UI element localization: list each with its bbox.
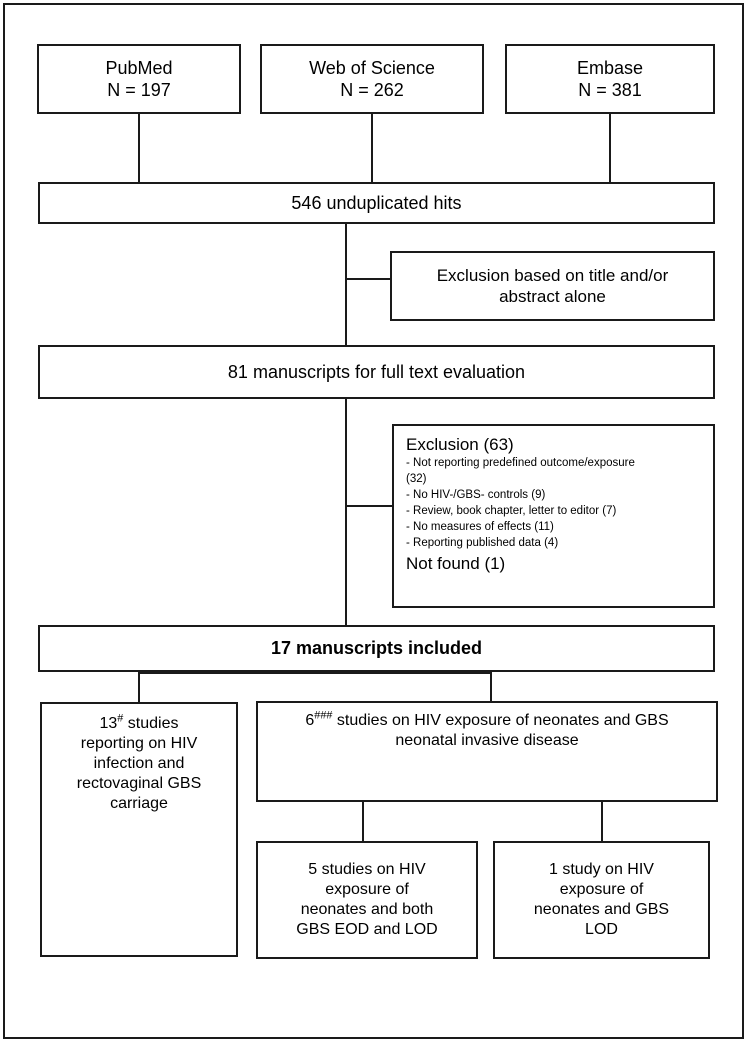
- sub-left-line4: GBS EOD and LOD: [296, 921, 438, 938]
- outcome-right-count: 6: [305, 712, 315, 729]
- source-name-embase: Embase: [576, 57, 644, 78]
- exclusion-title-box: Exclusion based on title and/or abstract…: [390, 251, 715, 321]
- exclusion-title-line2: abstract alone: [499, 287, 606, 306]
- sub-left-line3: neonates and both: [300, 901, 434, 918]
- exclusion-detail-heading: Exclusion (63): [406, 435, 514, 454]
- outcome-right-line2: neonatal invasive disease: [395, 732, 579, 749]
- sub-right-line1: 1 study on HIV: [549, 861, 654, 878]
- outcome-box-eod-and-lod: 5 studies on HIV exposure of neonates an…: [256, 841, 478, 959]
- outcome-box-neonatal-invasive-disease: 6### studies on HIV exposure of neonates…: [256, 701, 718, 802]
- connector-unduplicated-to-fulltext: [345, 224, 347, 345]
- source-count-pubmed: N = 197: [107, 80, 171, 100]
- exclusion-detail-item: - Review, book chapter, letter to editor…: [406, 504, 617, 517]
- connector-included-split-horizontal: [138, 672, 492, 674]
- outcome-box-hiv-rectovaginal-gbs: 13# studies reporting on HIV infection a…: [40, 702, 238, 957]
- outcome-left-count: 13: [99, 715, 118, 732]
- stage-box-full-text-evaluation: 81 manuscripts for full text evaluation: [38, 345, 715, 399]
- diagram-outer-frame: [3, 3, 744, 1039]
- connector-pubmed-to-unduplicated: [138, 114, 140, 182]
- outcome-left-line5: carriage: [110, 795, 168, 812]
- footnote-marker-triple-hash: ###: [314, 709, 333, 722]
- sub-right-line4: LOD: [585, 921, 618, 938]
- outcome-right-rest: studies on HIV exposure of neonates and …: [332, 712, 669, 729]
- exclusion-detail-item: (32): [406, 473, 427, 486]
- sub-left-line1: 5 studies on HIV: [308, 861, 426, 878]
- stage-label-included: 17 manuscripts included: [270, 638, 483, 659]
- outcome-left-line3: infection and: [93, 755, 185, 772]
- outcome-left-line1: 13# studies: [99, 712, 179, 732]
- connector-embase-to-unduplicated: [609, 114, 611, 182]
- outcome-left-line4: rectovaginal GBS: [76, 775, 202, 792]
- footnote-marker-hash: #: [117, 712, 124, 725]
- exclusion-detail-item: - Not reporting predefined outcome/expos…: [406, 457, 635, 470]
- exclusion-detail-box: Exclusion (63) - Not reporting predefine…: [392, 424, 715, 608]
- sub-right-line3: neonates and GBS: [533, 901, 670, 918]
- source-name-pubmed: PubMed: [105, 57, 173, 78]
- connector-six-to-sub-right: [601, 802, 603, 841]
- stage-label-full-text: 81 manuscripts for full text evaluation: [227, 361, 526, 382]
- connector-included-to-left-outcome: [138, 672, 140, 702]
- source-box-embase: Embase N = 381: [505, 44, 715, 114]
- exclusion-title-line1: Exclusion based on title and/or: [436, 265, 669, 285]
- connector-wos-to-unduplicated: [371, 114, 373, 182]
- sub-right-line2: exposure of: [559, 881, 644, 898]
- stage-label-unduplicated: 546 unduplicated hits: [291, 192, 462, 213]
- exclusion-detail-item: - No measures of effects (11): [406, 520, 554, 533]
- outcome-box-lod-only: 1 study on HIV exposure of neonates and …: [493, 841, 710, 959]
- connector-stub-to-exclusion-title: [345, 278, 392, 280]
- source-count-web-of-science: N = 262: [340, 80, 404, 100]
- outcome-left-rest: studies: [123, 715, 179, 732]
- exclusion-detail-item: - Reporting published data (4): [406, 536, 559, 549]
- connector-six-to-sub-left: [362, 802, 364, 841]
- source-count-embase: N = 381: [578, 80, 642, 100]
- exclusion-detail-item: - No HIV-/GBS- controls (9): [406, 488, 546, 501]
- stage-box-included: 17 manuscripts included: [38, 625, 715, 672]
- connector-fulltext-to-included: [345, 399, 347, 625]
- outcome-left-line2: reporting on HIV: [80, 735, 198, 752]
- outcome-right-line1: 6### studies on HIV exposure of neonates…: [305, 709, 669, 729]
- source-box-web-of-science: Web of Science N = 262: [260, 44, 484, 114]
- source-box-pubmed: PubMed N = 197: [37, 44, 241, 114]
- connector-stub-to-exclusion-detail: [345, 505, 392, 507]
- connector-included-to-right-outcome: [490, 672, 492, 701]
- stage-box-unduplicated-hits: 546 unduplicated hits: [38, 182, 715, 224]
- sub-left-line2: exposure of: [325, 881, 409, 898]
- source-name-web-of-science: Web of Science: [309, 57, 435, 78]
- exclusion-detail-footer: Not found (1): [406, 554, 506, 574]
